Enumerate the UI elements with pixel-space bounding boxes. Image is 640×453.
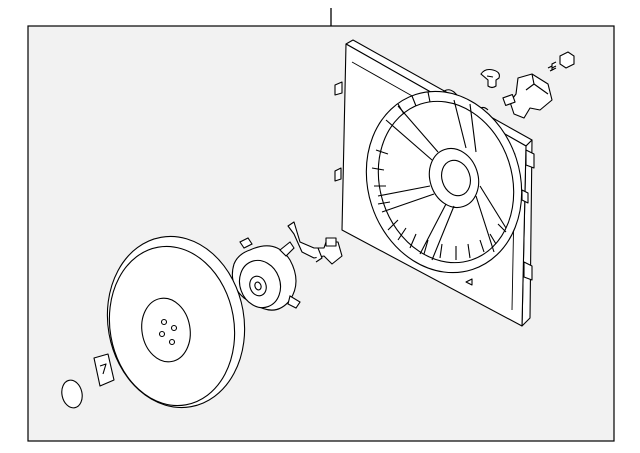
fan-motor — [231, 237, 301, 311]
motor-wire-harness — [287, 221, 343, 265]
blade-hub-hole — [160, 318, 168, 326]
resistor-connector — [502, 73, 553, 119]
retaining-nut — [93, 353, 115, 387]
push-clip — [480, 68, 500, 89]
fan-blade — [106, 235, 246, 409]
shroud-opening — [365, 90, 523, 274]
mounting-bolt — [547, 51, 575, 72]
blade-hub-hole — [168, 338, 176, 346]
blade-hub-hole — [158, 330, 166, 338]
blade-hub-hole — [170, 324, 178, 332]
o-ring — [61, 379, 83, 409]
